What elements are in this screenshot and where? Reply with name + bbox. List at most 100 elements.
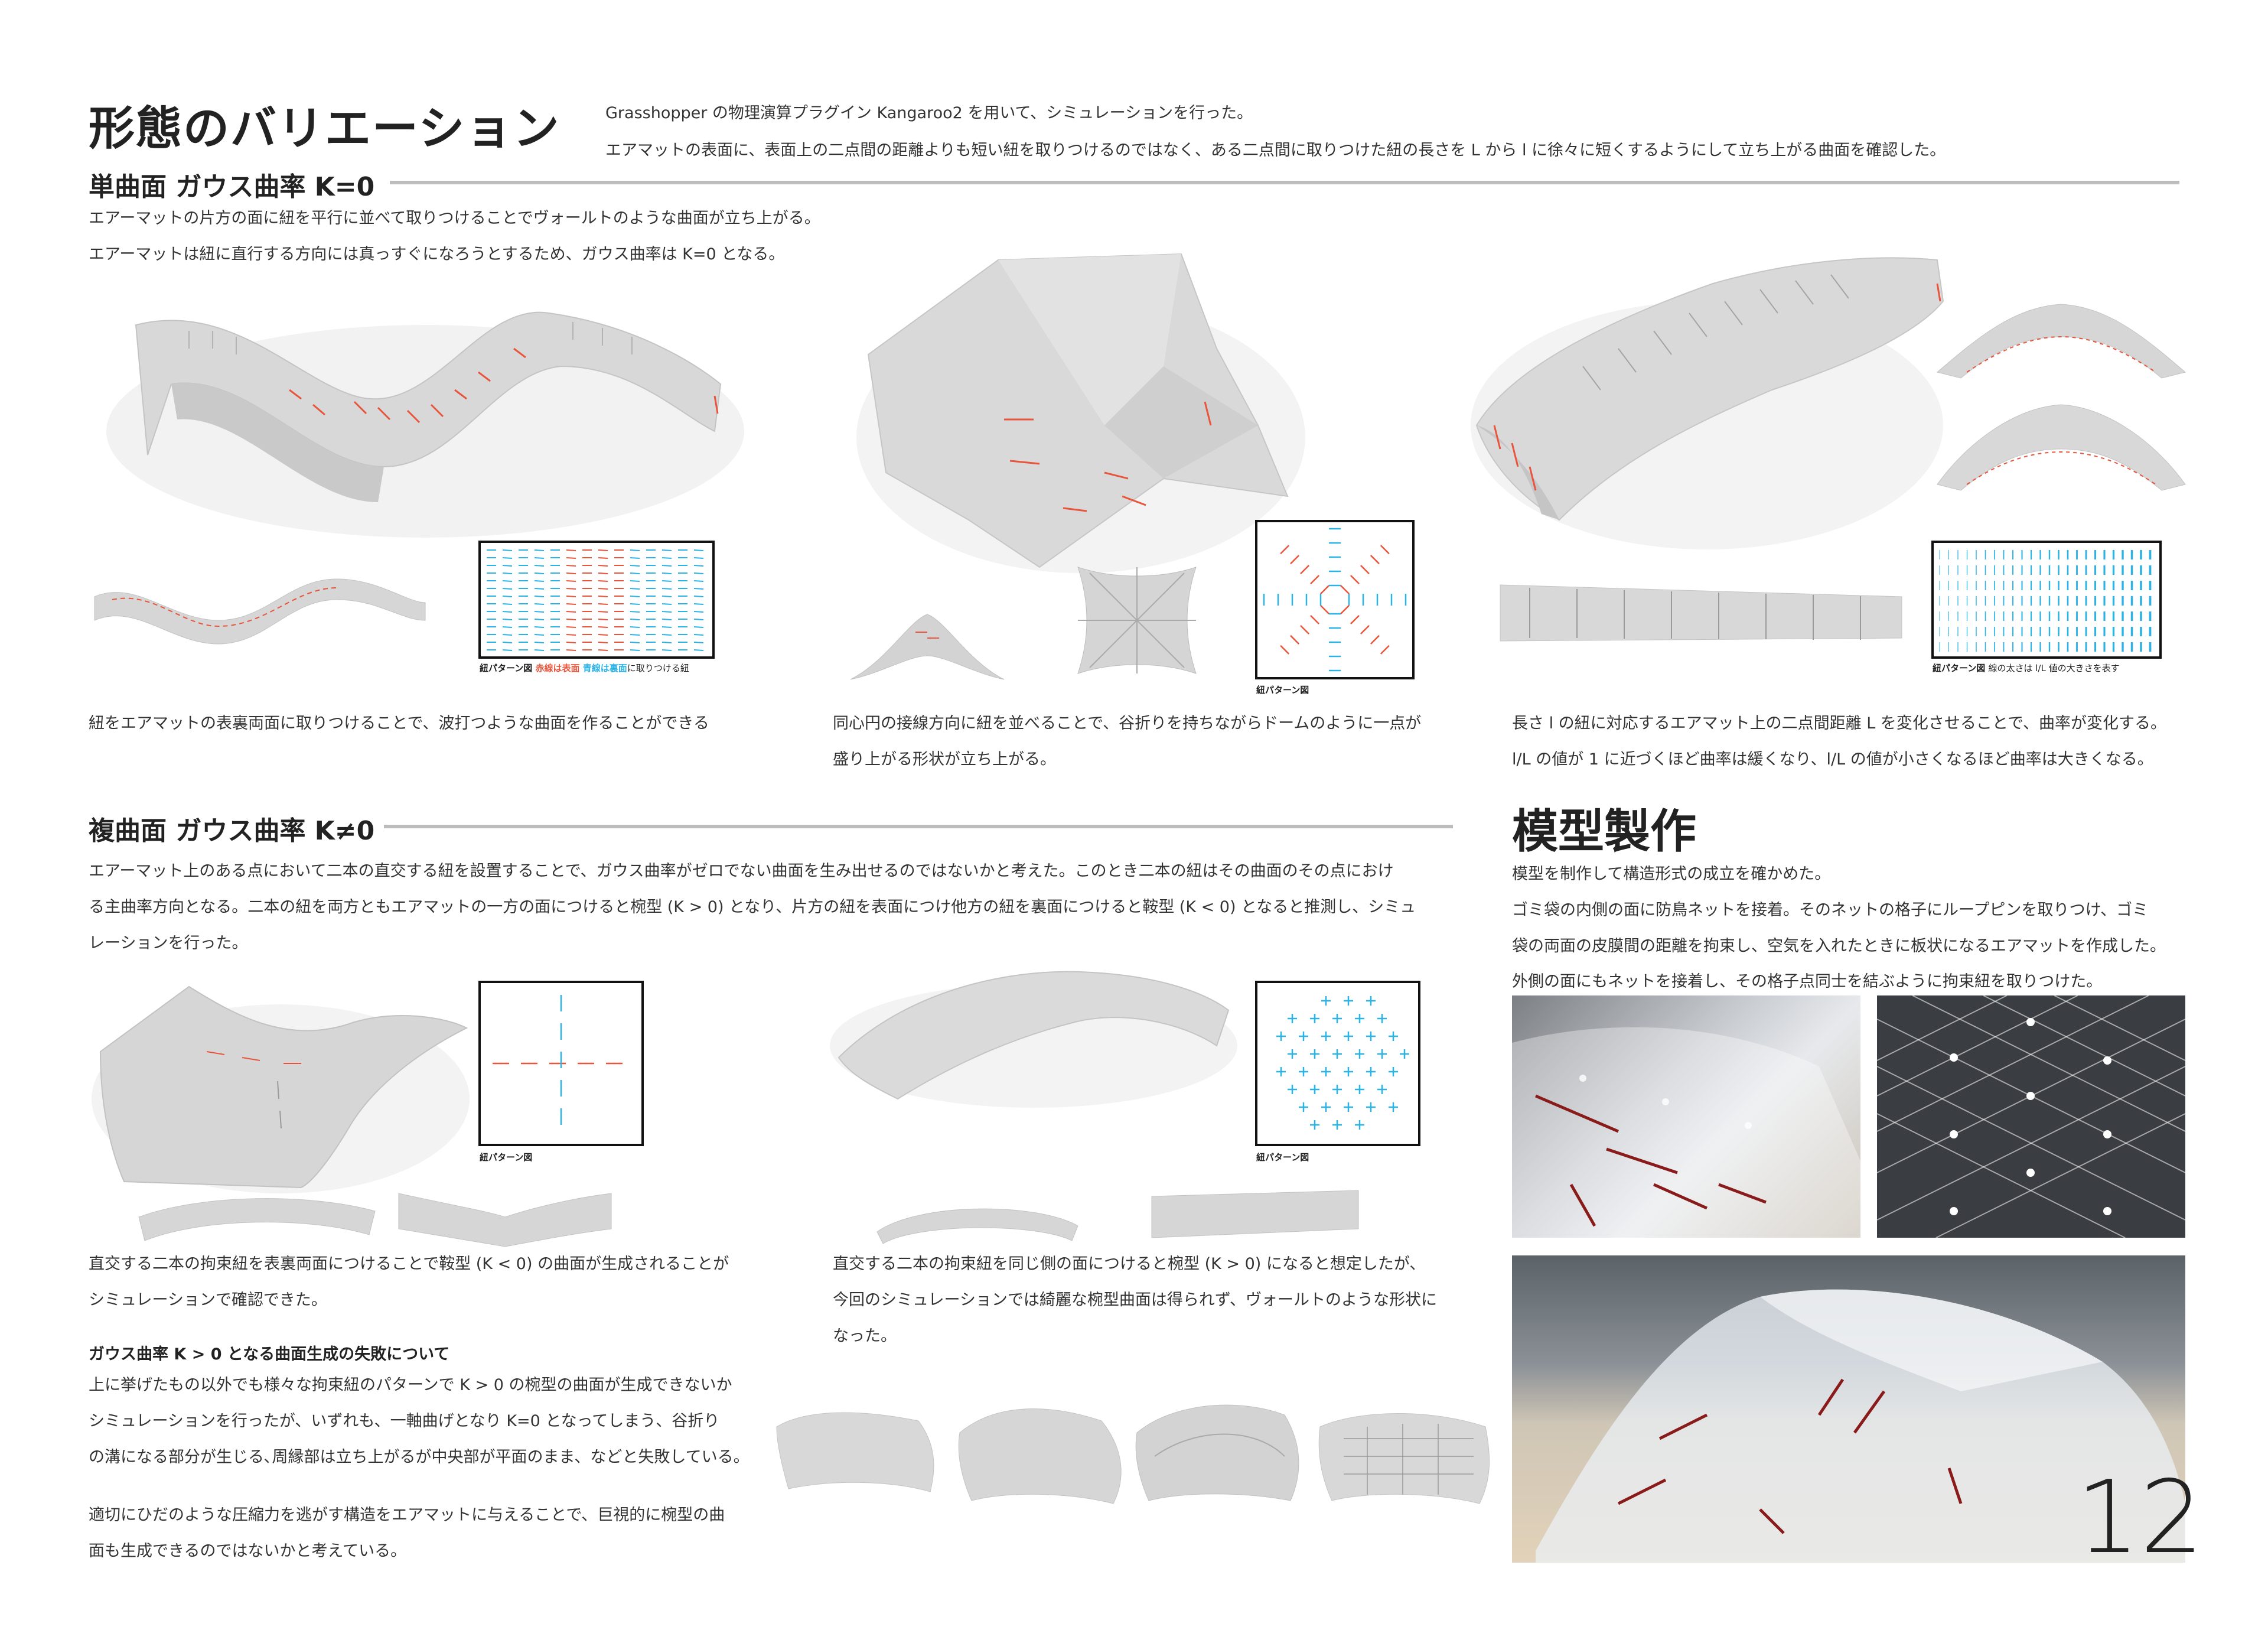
section1-heading: 単曲面 ガウス曲率 K=0 [89,172,375,202]
section1-desc: エアーマットの片方の面に紐を平行に並べて取りつけることでヴォールトのような曲面が… [89,201,820,273]
case-b-text-2: 盛り上がる形状が立ち上がる。 [833,750,1056,769]
string-mark [630,619,640,620]
render-dome-top [1060,544,1214,697]
string-mark [598,611,608,613]
section3-text-3: 袋の両面の皮膜間の距離を拘束し、空気を入れたときに板状になるエアマットを作成した… [1512,936,2166,955]
string-mark [1320,585,1329,594]
string-mark [1370,555,1380,565]
string-mark [1380,545,1390,555]
caption-bowl: 紐パターン図 [1256,1152,1309,1163]
bowl-text-2: 今回のシミュレーションでは綺麗な椀型曲面は得られず、ヴォールトのような形状に [833,1290,1438,1309]
failed-render-3 [1135,1404,1299,1501]
string-mark [662,642,672,643]
failed-render-1 [776,1412,934,1492]
intro: Grasshopper の物理演算プラグイン Kangaroo2 を用いて、シミ… [605,95,1946,170]
intro-line-2: エアマットの表面に、表面上の二点間の距離よりも短い紐を取りつけるのではなく、ある… [605,141,1946,160]
section2-rule [384,825,1453,828]
caption-c-prefix: 紐パターン図 [1933,663,1986,674]
string-mark [1300,565,1310,575]
photo-model-closeup [1512,995,1860,1238]
section3-heading: 模型製作 [1512,805,1697,858]
render-dome [850,248,1311,579]
failed-renders-row [771,1391,1497,1509]
render-wave-surface [100,278,750,538]
render-bowl-side-1 [871,1185,1084,1250]
string-mark [662,619,672,620]
string-mark [566,588,576,590]
string-mark [534,588,545,590]
string-mark [598,549,608,551]
section2-desc-1: エアーマット上のある点において二本の直交する紐を設置することで、ガウス曲率がゼロ… [89,862,1394,880]
string-mark [598,642,608,643]
render-arch-1 [1931,295,2191,384]
string-mark [534,572,545,574]
string-mark [1280,645,1290,655]
string-mark [1290,635,1300,645]
string-mark [502,596,513,597]
string-mark [630,588,640,590]
string-mark [662,588,672,590]
string-mark [1340,585,1350,594]
caption-c-suffix: 線の太さは l/L 値の大きさを表す [1988,663,2120,674]
intro-line-1: Grasshopper の物理演算プラグイン Kangaroo2 を用いて、シミ… [605,104,1253,122]
string-mark [662,565,672,567]
string-mark [534,619,545,620]
string-mark [566,565,576,567]
string-mark [630,642,640,643]
string-mark [598,596,608,597]
pattern-diagram-a [478,541,715,659]
page-title: 形態のバリエーション [89,102,561,155]
failure-heading: ガウス曲率 K > 0 となる曲面生成の失敗について [89,1345,450,1364]
section3-text-2: ゴミ袋の内側の面に防鳥ネットを接着。そのネットの格子にループピンを取りつけ、ゴミ [1512,900,2149,919]
caption-c: 紐パターン図 線の太さは l/L 値の大きさを表す [1933,662,2120,674]
string-mark [662,611,672,613]
render-saddle-side-2 [393,1182,617,1252]
string-mark [630,611,640,613]
render-vault-side [1494,573,1908,650]
string-mark [1310,575,1320,585]
pattern-diagram-b [1255,520,1415,679]
string-mark [502,611,513,613]
page-number: 12 [2076,1459,2204,1576]
string-mark [534,565,545,567]
string-mark [566,619,576,620]
failure-text-4: 適切にひだのような圧縮力を逃がす構造をエアマットに与えることで、巨視的に椀型の曲 [89,1506,725,1525]
failure-text-1: 上に挙げたもの以外でも様々な拘束紐のパターンで K > 0 の椀型の曲面が生成で… [89,1376,732,1394]
string-mark [630,572,640,574]
section3-text-4: 外側の面にもネットを接着し、その格子点同士を結ぶように拘束紐を取りつけた。 [1512,972,2103,991]
caption-a-blue: 青線は裏面 [582,663,627,674]
string-mark [693,588,704,590]
pattern-diagram-saddle [478,981,644,1146]
section3-text: 模型を制作して構造形式の成立を確かめた。 ゴミ袋の内側の面に防鳥ネットを接着。そ… [1512,857,2166,1000]
pattern-diagram-bowl [1255,981,1420,1146]
string-mark [502,565,513,567]
bowl-text-3: なった。 [833,1326,897,1345]
caption-saddle: 紐パターン図 [480,1152,533,1163]
bowl-text: 直交する二本の拘束紐を同じ側の面につけると椀型 (K > 0) になると想定した… [833,1247,1437,1354]
string-mark [662,596,672,597]
case-a-text: 紐をエアマットの表裏両面に取りつけることで、波打つような曲面を作ることができる [89,714,709,733]
section2-desc: エアーマット上のある点において二本の直交する紐を設置することで、ガウス曲率がゼロ… [89,854,1459,961]
string-mark [534,642,545,643]
string-mark [1280,545,1290,555]
string-mark [566,549,576,551]
string-mark [598,588,608,590]
string-mark [630,565,640,567]
string-mark [502,642,513,643]
string-mark [662,572,672,574]
string-mark [534,611,545,613]
saddle-text: 直交する二本の拘束紐を表裏両面につけることで鞍型 (K < 0) の曲面が生成さ… [89,1247,729,1319]
string-mark [502,572,513,574]
case-b-text: 同心円の接線方向に紐を並べることで、谷折りを持ちながらドームのように一点が 盛り… [833,706,1421,778]
string-mark [693,572,704,574]
string-mark [502,619,513,620]
saddle-text-2: シミュレーションで確認できた。 [89,1290,327,1309]
string-mark [630,596,640,597]
string-mark [1340,605,1350,614]
render-bowl-side-2 [1146,1182,1364,1247]
string-mark [502,588,513,590]
section1-desc-1: エアーマットの片方の面に紐を平行に並べて取りつけることでヴォールトのような曲面が… [89,209,820,227]
caption-a-prefix: 紐パターン図 [480,663,533,674]
string-mark [1350,614,1360,624]
string-mark [662,549,672,551]
